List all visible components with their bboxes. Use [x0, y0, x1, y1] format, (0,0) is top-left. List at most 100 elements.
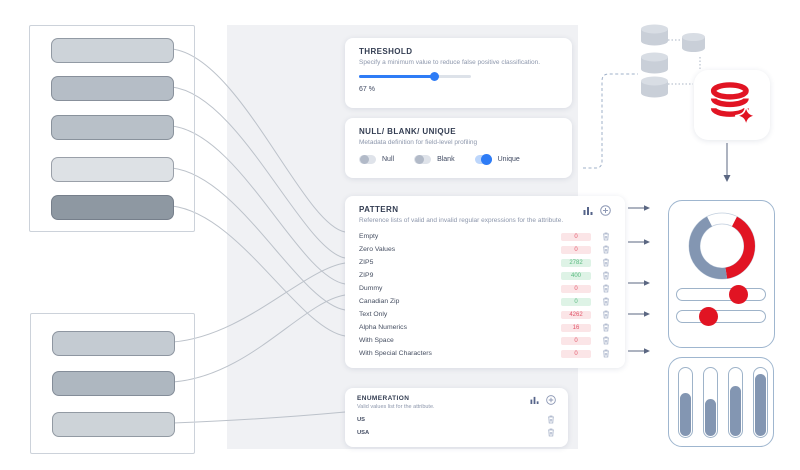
pattern-row-label: Text Only	[359, 311, 388, 318]
count-badge: 0	[561, 349, 591, 358]
count-badge: 0	[561, 336, 591, 345]
enumeration-row: US	[357, 413, 556, 426]
threshold-title: THRESHOLD	[359, 47, 413, 56]
mock-slider[interactable]	[676, 310, 766, 323]
source-field-pill[interactable]	[51, 115, 174, 140]
source-field-pill[interactable]	[51, 195, 174, 220]
pattern-row-label: ZIP5	[359, 259, 374, 266]
database-cylinder-icon	[641, 76, 668, 98]
toggle-null[interactable]	[359, 155, 376, 164]
add-circle-icon[interactable]	[600, 205, 611, 216]
trash-icon[interactable]	[602, 336, 611, 345]
bar-gauge	[678, 367, 693, 438]
source-field-pill[interactable]	[51, 157, 174, 182]
threshold-slider-knob[interactable]	[429, 72, 439, 81]
source-table-box-bottom	[30, 313, 195, 454]
bar-gauge	[728, 367, 743, 438]
pattern-row: With Special Characters 0	[359, 347, 611, 360]
threshold-description: Specify a minimum value to reduce false …	[359, 59, 540, 66]
count-badge: 4262	[561, 310, 591, 319]
source-field-pill[interactable]	[52, 331, 175, 356]
pattern-row-label: Zero Values	[359, 246, 396, 253]
bar-gauge-fill	[705, 399, 716, 436]
mock-slider-knob[interactable]	[728, 284, 748, 304]
toggle-knob	[360, 155, 369, 164]
source-field-pill[interactable]	[52, 412, 175, 437]
pattern-row: ZIP9 400	[359, 269, 611, 282]
pattern-row: ZIP5 2782	[359, 256, 611, 269]
source-field-pill[interactable]	[52, 371, 175, 396]
enumeration-description: Valid values list for the attribute.	[357, 404, 435, 410]
toggle-blank[interactable]	[414, 155, 432, 164]
mock-slider-knob[interactable]	[698, 306, 718, 326]
threshold-value: 67 %	[359, 86, 375, 93]
bar-gauge	[753, 367, 768, 438]
bar-gauge-fill	[730, 386, 741, 436]
threshold-card: THRESHOLD Specify a minimum value to red…	[345, 38, 572, 108]
toggle-label: Blank	[437, 156, 455, 163]
source-field-pill[interactable]	[51, 76, 174, 101]
trash-icon[interactable]	[602, 258, 611, 267]
enumeration-row-label: US	[357, 416, 366, 423]
pattern-description: Reference lists of valid and invalid reg…	[359, 217, 564, 224]
count-badge: 2782	[561, 258, 591, 267]
trash-icon[interactable]	[547, 415, 556, 424]
bar-gauge-fill	[755, 374, 766, 436]
toggle-knob	[480, 154, 492, 165]
bar-gauge	[703, 367, 718, 438]
trash-icon[interactable]	[602, 245, 611, 254]
trash-icon[interactable]	[602, 310, 611, 319]
count-badge: 0	[561, 245, 591, 254]
profiling-toggles: Null Blank Unique	[359, 154, 558, 165]
donut-chart-card	[668, 200, 775, 348]
pattern-row: With Space 0	[359, 334, 611, 347]
count-badge: 0	[561, 232, 591, 241]
bar-gauge-fill	[680, 393, 691, 436]
profiling-title: NULL/ BLANK/ UNIQUE	[359, 127, 456, 136]
count-badge: 400	[561, 271, 591, 280]
pattern-row: Alpha Numerics 16	[359, 321, 611, 334]
trash-icon[interactable]	[547, 428, 556, 437]
count-badge: 16	[561, 323, 591, 332]
trash-icon[interactable]	[602, 323, 611, 332]
pattern-row-label: With Space	[359, 337, 394, 344]
pattern-row-label: ZIP9	[359, 272, 374, 279]
bar-gauges-card	[668, 357, 774, 447]
bar-chart-icon[interactable]	[583, 206, 593, 215]
toggle-label: Unique	[497, 156, 520, 163]
trash-icon[interactable]	[602, 284, 611, 293]
sparkle-icon	[735, 104, 758, 127]
threshold-slider[interactable]	[359, 72, 471, 81]
enumeration-card: ENUMERATION Valid values list for the at…	[345, 388, 568, 447]
trash-icon[interactable]	[602, 232, 611, 241]
pattern-title: PATTERN	[359, 205, 399, 214]
mock-slider[interactable]	[676, 288, 766, 301]
pattern-row: Text Only 4262	[359, 308, 611, 321]
source-field-pill[interactable]	[51, 38, 174, 63]
bar-chart-icon[interactable]	[530, 396, 539, 404]
add-circle-icon[interactable]	[546, 395, 556, 405]
trash-icon[interactable]	[602, 271, 611, 280]
toggle-unique[interactable]	[474, 154, 492, 165]
database-cylinder-icon	[641, 52, 668, 74]
smart-database-card	[694, 70, 770, 140]
pattern-row-label: Canadian Zip	[359, 298, 400, 305]
enumeration-row-label: USA	[357, 429, 370, 436]
pattern-row-label: With Special Characters	[359, 350, 432, 357]
threshold-slider-fill	[359, 75, 435, 78]
enumeration-title: ENUMERATION	[357, 395, 410, 402]
database-sparkle-icon	[710, 82, 758, 127]
pattern-row-label: Alpha Numerics	[359, 324, 407, 331]
enumeration-row: USA	[357, 426, 556, 439]
database-cylinders	[641, 24, 705, 98]
profiling-card: NULL/ BLANK/ UNIQUE Metadata definition …	[345, 118, 572, 178]
trash-icon[interactable]	[602, 297, 611, 306]
trash-icon[interactable]	[602, 349, 611, 358]
database-cylinder-icon	[641, 24, 668, 46]
toggle-label: Null	[382, 156, 395, 163]
donut-chart	[688, 212, 756, 280]
